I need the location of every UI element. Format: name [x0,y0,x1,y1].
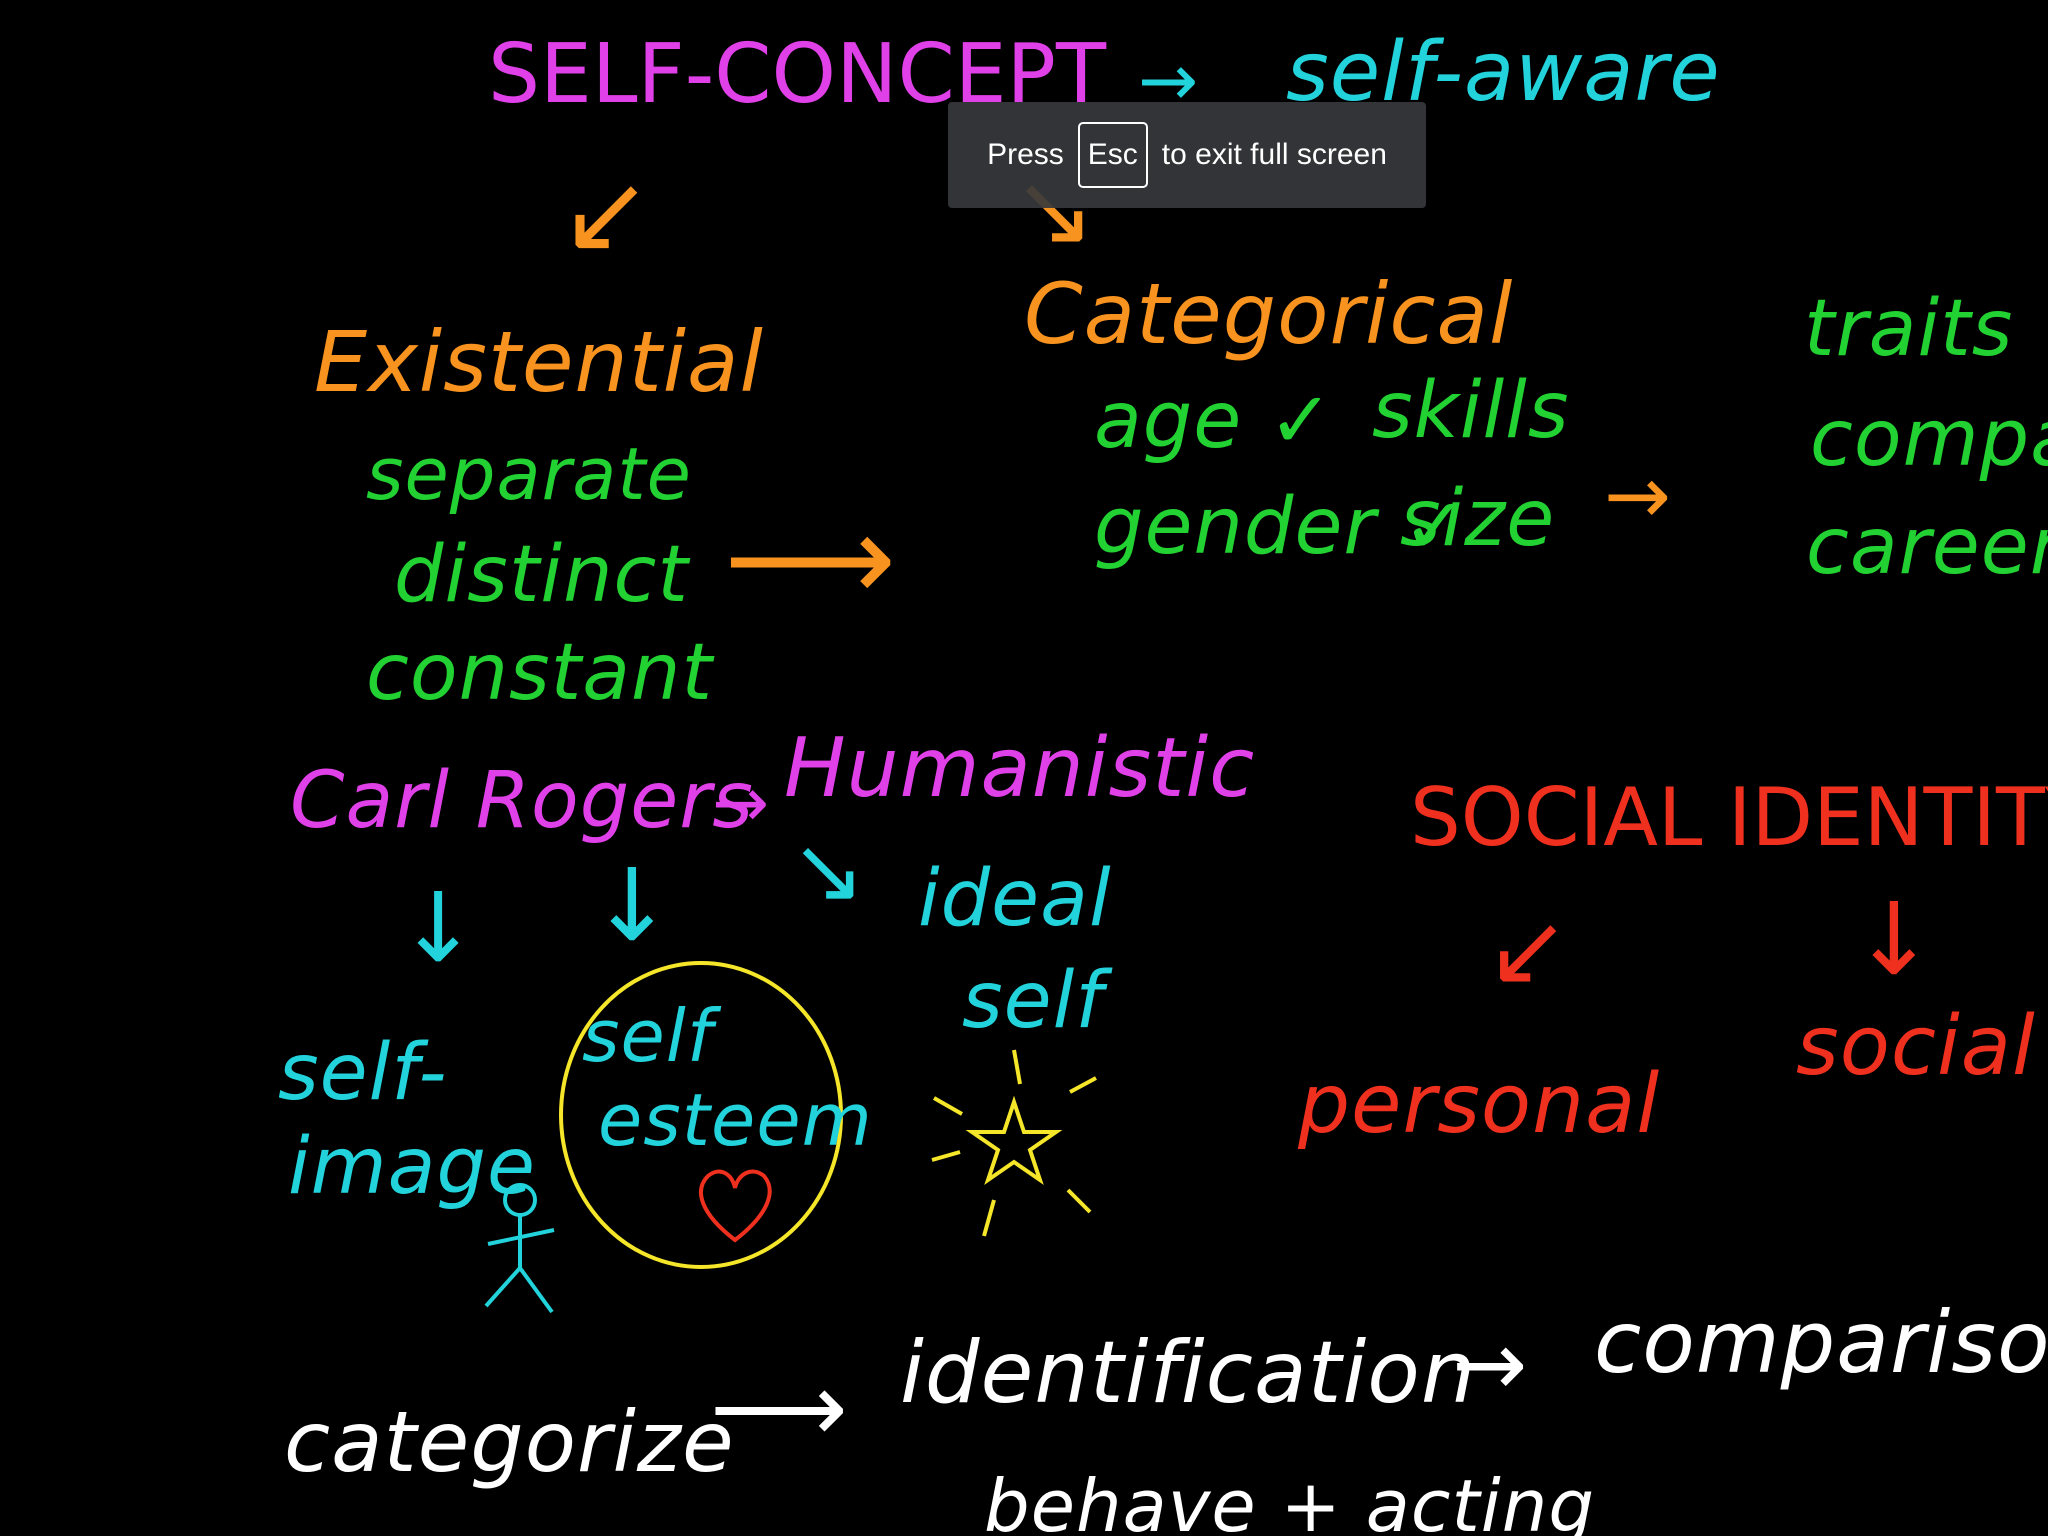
arrow-to-existential: ↙ [560,149,653,277]
arrow-to-self-esteem: ↓ [590,847,674,964]
arrow-existential-to-categorical: ⟶ [724,490,897,629]
categorical-label: Categorical [1024,265,1514,363]
arrow-to-self-image: ↓ [398,872,479,984]
notice-message-text: to exit full screen [1161,138,1387,171]
arrow-categorical-to-traits: → [1604,449,1672,542]
star-icon [931,1049,1097,1237]
esc-key-badge[interactable]: Esc [1077,122,1148,188]
self-esteem-line1: self [582,994,714,1078]
ideal-self-line2: self [962,956,1104,1046]
heart-icon [699,1169,772,1243]
arrow-to-identification: ⟶ [710,1352,848,1464]
self-concept-heading: SELF-CONCEPT [488,27,1107,122]
traits-item-traits: traits [1804,284,2014,374]
categorical-item-gender: gender ✓ [1094,482,1469,572]
fullscreen-exit-notice: Press Esc to exit full screen [948,102,1426,208]
humanistic-label: Humanistic [784,721,1256,816]
existential-item-distinct: distinct [394,530,689,620]
social-identity-heading: SOCIAL IDENTITY [1410,771,2048,864]
self-esteem-line2: esteem [598,1078,873,1162]
traits-item-careers: careers [1806,502,2048,592]
categorical-item-skills: skills [1372,366,1570,456]
self-aware-label: self-aware [1286,25,1721,120]
social-label: social [1796,999,2036,1094]
identification-label: identification [900,1323,1477,1423]
categorical-item-age: age ✓ [1094,376,1335,466]
self-esteem-circle-icon [559,961,843,1269]
arrow-to-comparison: → [1452,1312,1528,1417]
comparison-label: comparison [1594,1293,2048,1393]
arrow-to-personal: ↙ [1486,891,1570,1008]
categorical-item-size: size [1400,474,1556,564]
behave-acting-label: behave + acting [984,1464,1596,1536]
ideal-self-line1: ideal [918,854,1112,944]
self-image-line1: self- [278,1028,448,1118]
arrow-to-humanistic: → [712,764,769,843]
stick-figure-icon [484,1183,555,1314]
carl-rogers-label: Carl Rogers [290,756,754,846]
existential-item-constant: constant [366,628,714,718]
traits-item-compan: compan [1810,394,2048,484]
personal-label: personal [1298,1057,1661,1152]
arrow-to-ideal-self: ↘ [790,818,866,923]
existential-label: Existential [314,313,764,411]
existential-item-separate: separate [366,432,692,516]
self-image-line2: image [288,1122,536,1212]
categorize-label: categorize [284,1393,735,1491]
arrow-to-social: ↓ [1852,881,1936,998]
notice-press-text: Press [987,138,1064,171]
